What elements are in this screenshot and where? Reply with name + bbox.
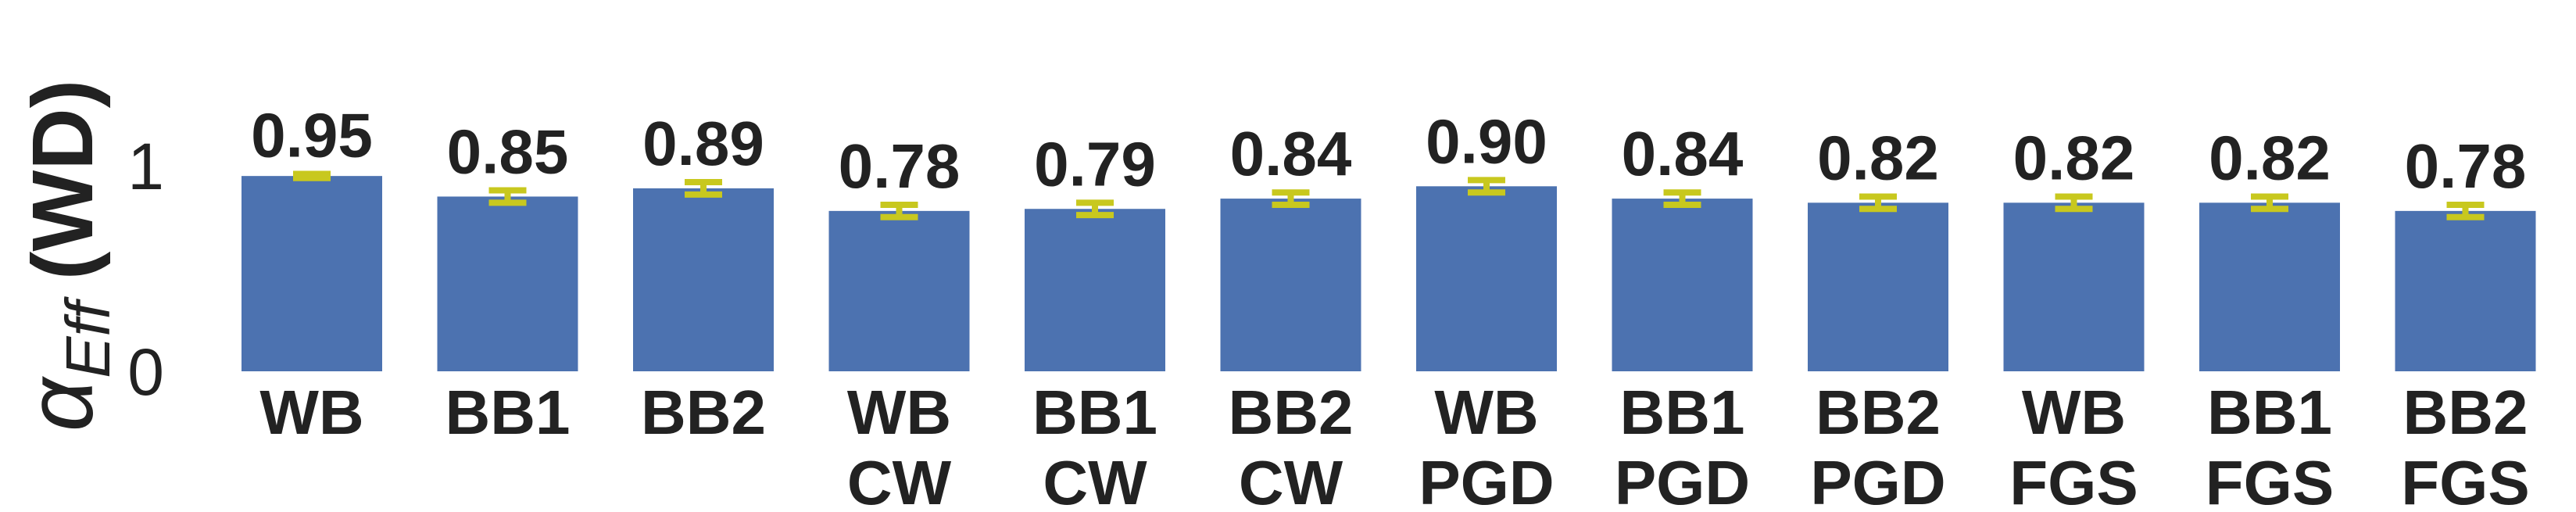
error-bar xyxy=(2446,201,2485,220)
y-axis-title: αEff (WD) xyxy=(8,80,123,432)
error-bar xyxy=(2251,193,2288,213)
error-bar xyxy=(1272,189,1310,208)
y-axis-title-space xyxy=(22,280,109,302)
bars-group xyxy=(242,176,2536,371)
data-label: 0.85 xyxy=(447,117,569,187)
error-bars-group xyxy=(293,170,2485,220)
bar xyxy=(242,176,382,371)
y-axis-title-sub: Eff xyxy=(53,295,123,378)
category-label: WB xyxy=(259,378,363,447)
data-label: 0.84 xyxy=(1230,119,1352,188)
category-label: BB1 xyxy=(1032,378,1157,447)
category-label: BB1 xyxy=(1619,378,1744,447)
data-label: 0.84 xyxy=(1622,119,1744,188)
bar xyxy=(437,196,578,371)
data-label: 0.82 xyxy=(1817,123,1939,192)
bar xyxy=(1025,209,1165,371)
data-label: 0.89 xyxy=(642,109,764,178)
data-label: 0.90 xyxy=(1426,106,1547,176)
category-label: BB2 xyxy=(2402,378,2528,447)
data-label: 0.78 xyxy=(2405,131,2527,201)
bar xyxy=(633,188,774,371)
category-label: PGD xyxy=(1615,448,1750,512)
error-bar xyxy=(685,179,722,198)
category-label: FGS xyxy=(2009,448,2138,512)
bar xyxy=(1808,202,1948,371)
error-bar xyxy=(880,201,918,220)
error-bar xyxy=(293,170,331,181)
error-bar xyxy=(2055,193,2093,213)
category-label: WB xyxy=(1434,378,1538,447)
category-label: CW xyxy=(1239,448,1343,512)
y-tick-label: 0 xyxy=(127,335,164,409)
category-label: FGS xyxy=(2206,448,2334,512)
bar xyxy=(2199,202,2340,371)
y-tick-label: 1 xyxy=(127,130,164,203)
category-label: CW xyxy=(847,448,952,512)
error-bar xyxy=(1076,199,1114,219)
data-label: 0.82 xyxy=(2013,123,2135,192)
category-label: BB1 xyxy=(445,378,570,447)
category-label: BB2 xyxy=(1816,378,1941,447)
category-label: PGD xyxy=(1810,448,1945,512)
bar xyxy=(2003,202,2145,371)
category-label: BB2 xyxy=(1228,378,1353,447)
category-label: FGS xyxy=(2401,448,2529,512)
category-label: PGD xyxy=(1419,448,1554,512)
data-label: 0.78 xyxy=(839,131,961,201)
category-label: BB2 xyxy=(641,378,766,447)
category-label: BB1 xyxy=(2207,378,2332,447)
data-label: 0.95 xyxy=(251,101,373,170)
bar xyxy=(1612,199,1753,371)
bar xyxy=(1220,199,1361,371)
error-bar xyxy=(1468,177,1505,196)
data-label: 0.82 xyxy=(2209,123,2331,192)
bar xyxy=(2395,210,2536,371)
error-bar xyxy=(1859,193,1897,213)
svg-text:αEff (WD): αEff (WD) xyxy=(8,80,123,432)
y-axis-title-suffix: (WD) xyxy=(15,80,111,281)
error-bar xyxy=(488,187,527,206)
category-label: WB xyxy=(847,378,951,447)
bar xyxy=(828,210,970,371)
data-label: 0.79 xyxy=(1034,129,1156,199)
category-label: CW xyxy=(1043,448,1147,512)
error-bar xyxy=(1663,189,1701,208)
y-axis-ticks: 01 xyxy=(127,130,164,409)
y-axis-title-main: α xyxy=(8,375,113,431)
data-labels-group: 0.95 0.85 0.89 0.78 0.79 0.84 0.90 0.84 0.82 0.82… xyxy=(251,101,2526,201)
bar xyxy=(1416,186,1557,371)
category-label: WB xyxy=(2022,378,2126,447)
